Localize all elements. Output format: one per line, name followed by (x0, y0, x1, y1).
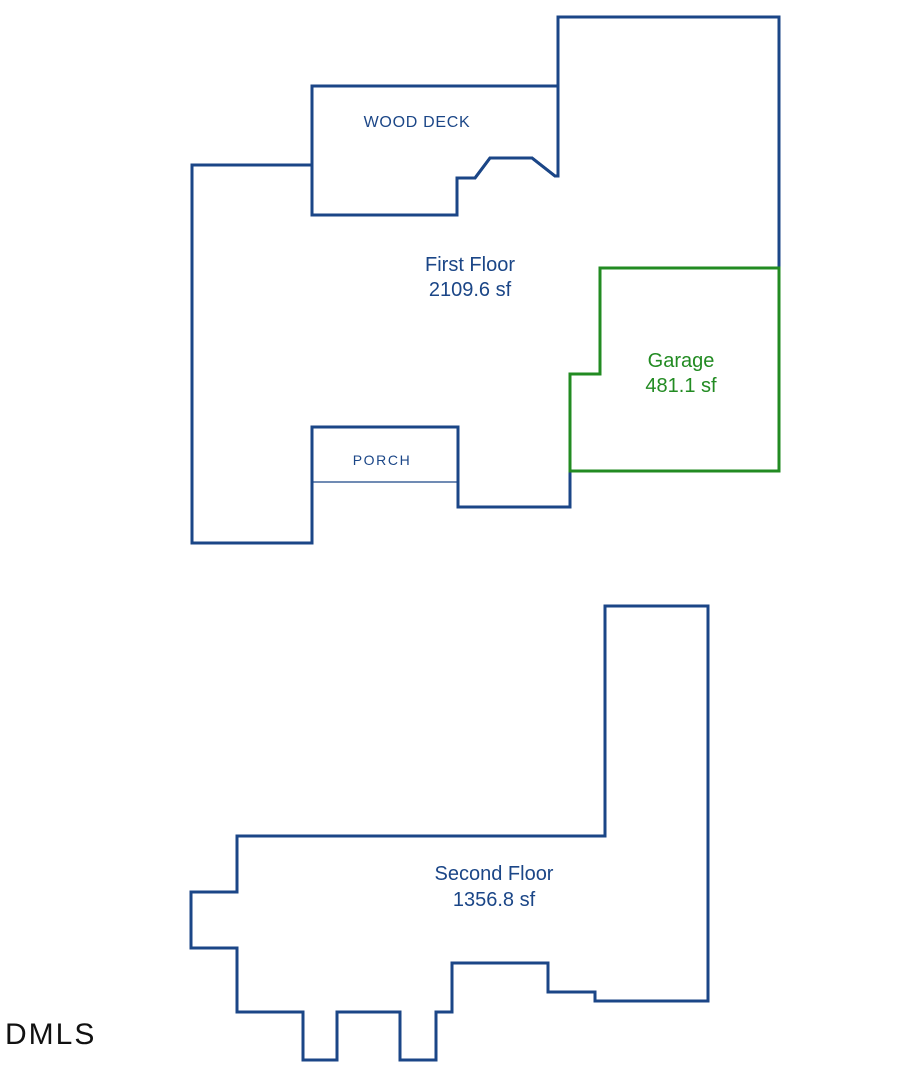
porch-label: PORCH (353, 452, 412, 468)
garage-outline (568, 266, 781, 473)
wood-deck-label: WOOD DECK (364, 114, 471, 131)
dmls-watermark: DMLS (5, 1018, 96, 1051)
second-floor-area: 1356.8 sf (453, 889, 536, 911)
garage-label: Garage (648, 350, 715, 372)
second-floor-label: Second Floor (435, 863, 554, 885)
garage-area: 481.1 sf (645, 375, 717, 397)
wood-deck-outline (310, 84, 560, 217)
second-floor-outline (189, 604, 710, 1062)
first-floor-label: First Floor (425, 254, 515, 276)
first-floor-area: 2109.6 sf (429, 279, 512, 301)
